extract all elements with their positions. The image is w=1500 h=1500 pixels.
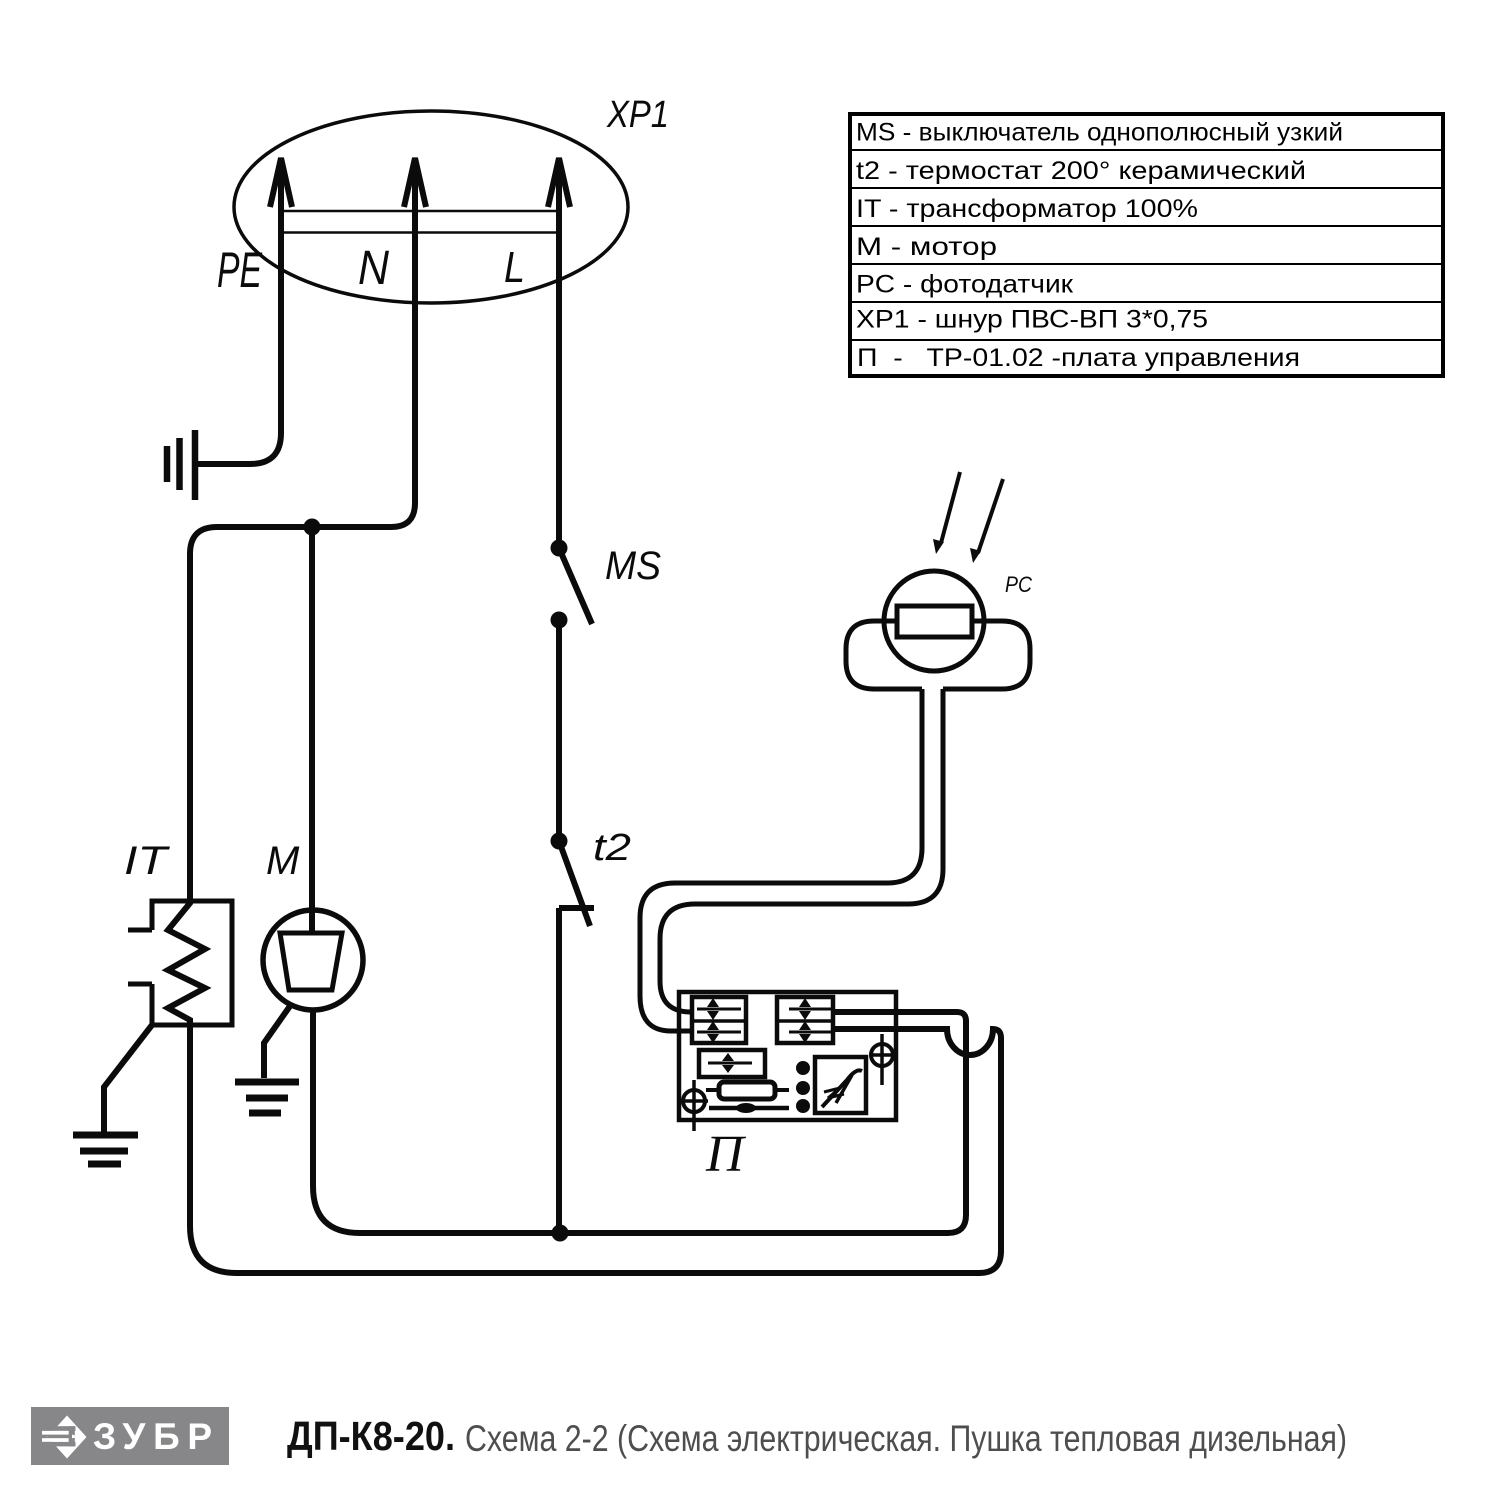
svg-text:ЗУБР: ЗУБР [93, 1416, 212, 1457]
svg-text:PC: PC [1005, 572, 1032, 597]
svg-text:Схема 2-2 (Схема электрическая: Схема 2-2 (Схема электрическая. Пушка те… [465, 1418, 1347, 1459]
svg-text:П - ТР-01.02 -плата управле: П - ТР-01.02 -плата управления [857, 344, 1300, 372]
svg-text:MS - выключатель однополюсный: MS - выключатель однополюсный узкий [856, 119, 1343, 147]
svg-text:N: N [358, 242, 389, 295]
svg-text:XP1 - шнур ПВС-ВП 3*0,75: XP1 - шнур ПВС-ВП 3*0,75 [856, 306, 1208, 334]
svg-text:XP1: XP1 [606, 94, 669, 136]
svg-text:IT: IT [124, 839, 170, 883]
svg-text:ДП-К8-20.: ДП-К8-20. [287, 1413, 455, 1459]
svg-text:PE: PE [217, 242, 262, 298]
svg-text:М - мотор: М - мотор [856, 233, 997, 261]
svg-text:M: M [266, 839, 300, 883]
svg-text:П: П [705, 1126, 747, 1183]
svg-text:L: L [504, 243, 525, 292]
svg-text:IT - трансформатор 100%: IT - трансформатор 100% [856, 195, 1198, 223]
svg-text:t2 - термостат 200° керамическ: t2 - термостат 200° керамический [856, 157, 1306, 185]
svg-text:MS: MS [605, 544, 661, 588]
svg-text:PC - фотодатчик: PC - фотодатчик [856, 271, 1074, 299]
svg-text:t2: t2 [593, 827, 631, 869]
